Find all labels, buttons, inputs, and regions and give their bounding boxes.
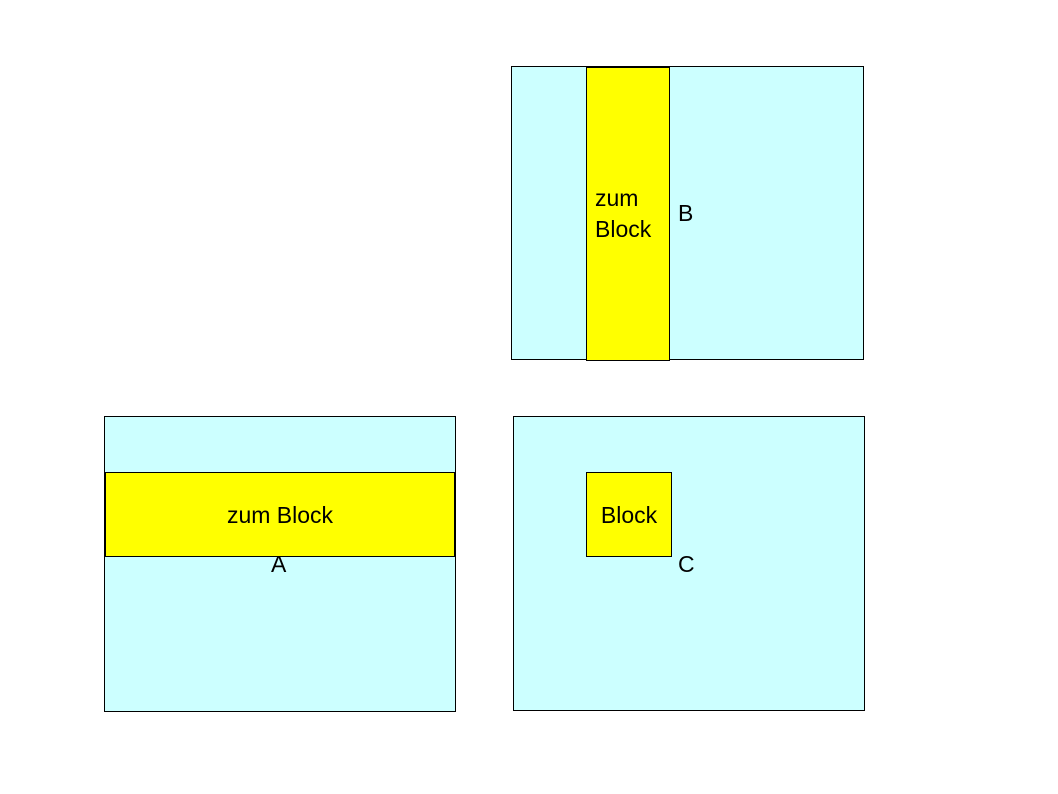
block-b-line2: Block: [595, 216, 652, 242]
label-c: C: [678, 551, 695, 577]
block-c-square: Block: [586, 472, 672, 557]
label-b: B: [678, 200, 694, 226]
panel-a: [104, 416, 456, 712]
block-c-text: Block: [600, 502, 658, 528]
panel-c: [513, 416, 865, 711]
block-b-line1: zum: [595, 185, 639, 211]
panel-b: [511, 66, 864, 360]
block-a-text: zum Block: [226, 502, 334, 528]
block-a-horizontal-strip: zum Block: [105, 472, 455, 557]
label-a: A: [271, 551, 287, 577]
block-b-vertical-strip: zum Block: [586, 67, 670, 361]
block-b-text: zum Block: [595, 183, 651, 245]
